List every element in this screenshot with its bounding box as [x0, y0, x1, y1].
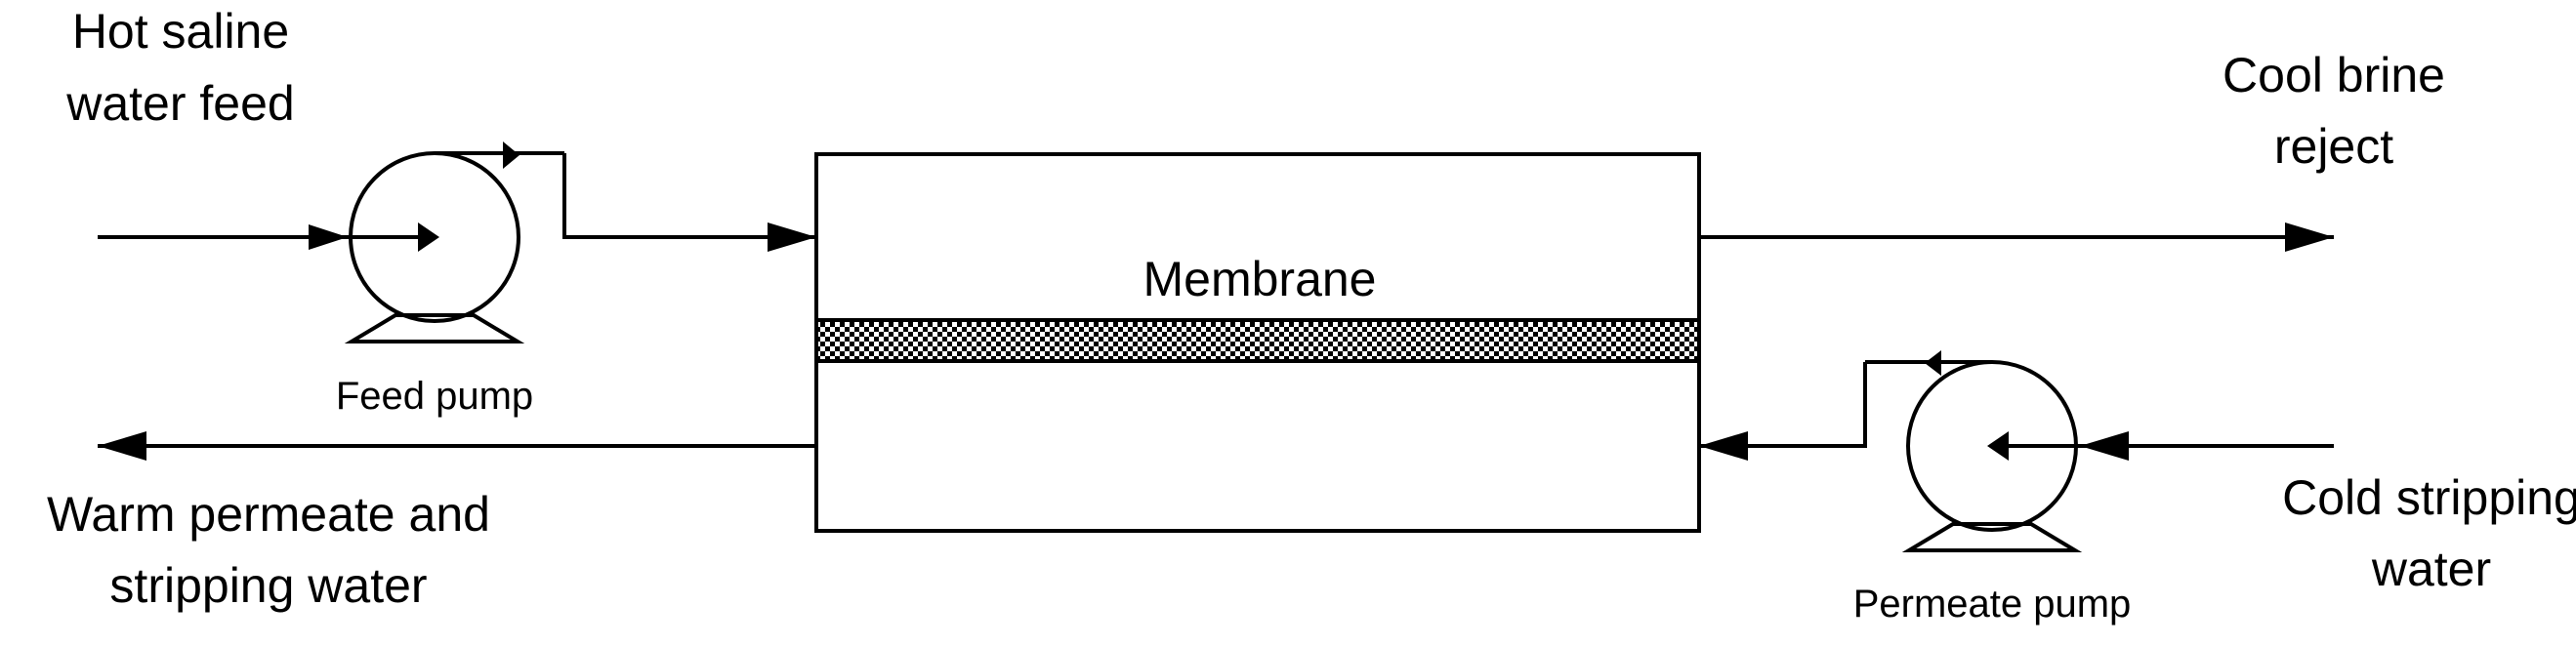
- membrane-label: Membrane: [1143, 252, 1377, 306]
- feed-pump-inner-arrow: [418, 222, 439, 252]
- feed-to-module-arrow: [768, 222, 816, 252]
- stripping-in-label-line2: water: [2371, 542, 2491, 596]
- stripping-to-module-line: [1699, 362, 1867, 448]
- feed-pump-base: [344, 313, 525, 343]
- feed-pump-discharge-arrow: [503, 141, 519, 169]
- permeate-out-label-line2: stripping water: [109, 558, 427, 613]
- feed-in-label-line2: water feed: [65, 76, 294, 131]
- brine-outlet-arrow: [2285, 222, 2334, 252]
- stripping-inlet-arrow: [2080, 431, 2129, 461]
- feed-pump-label: Feed pump: [336, 375, 533, 418]
- feed-in-label-line1: Hot saline: [72, 4, 289, 59]
- feed-to-module-line: [562, 153, 816, 239]
- permeate-pump-inner-arrow: [1987, 431, 2009, 461]
- feed-inlet-arrow: [309, 224, 348, 250]
- permeate-pump-discharge-arrow: [1925, 350, 1941, 376]
- permeate-out-label-line1: Warm permeate and: [47, 487, 490, 542]
- brine-out-label-line2: reject: [2274, 119, 2393, 174]
- permeate-outlet-arrow: [98, 431, 146, 461]
- feed-pump: [344, 141, 564, 343]
- membrane-layer: [814, 318, 1701, 363]
- stripping-in-label-line1: Cold stripping: [2282, 470, 2576, 525]
- permeate-pump-base: [1901, 522, 2083, 552]
- brine-out-label-line1: Cool brine: [2223, 48, 2445, 102]
- stripping-to-module-arrow: [1699, 431, 1748, 461]
- permeate-pump: [1865, 350, 2083, 552]
- permeate-pump-label: Permeate pump: [1853, 583, 2132, 626]
